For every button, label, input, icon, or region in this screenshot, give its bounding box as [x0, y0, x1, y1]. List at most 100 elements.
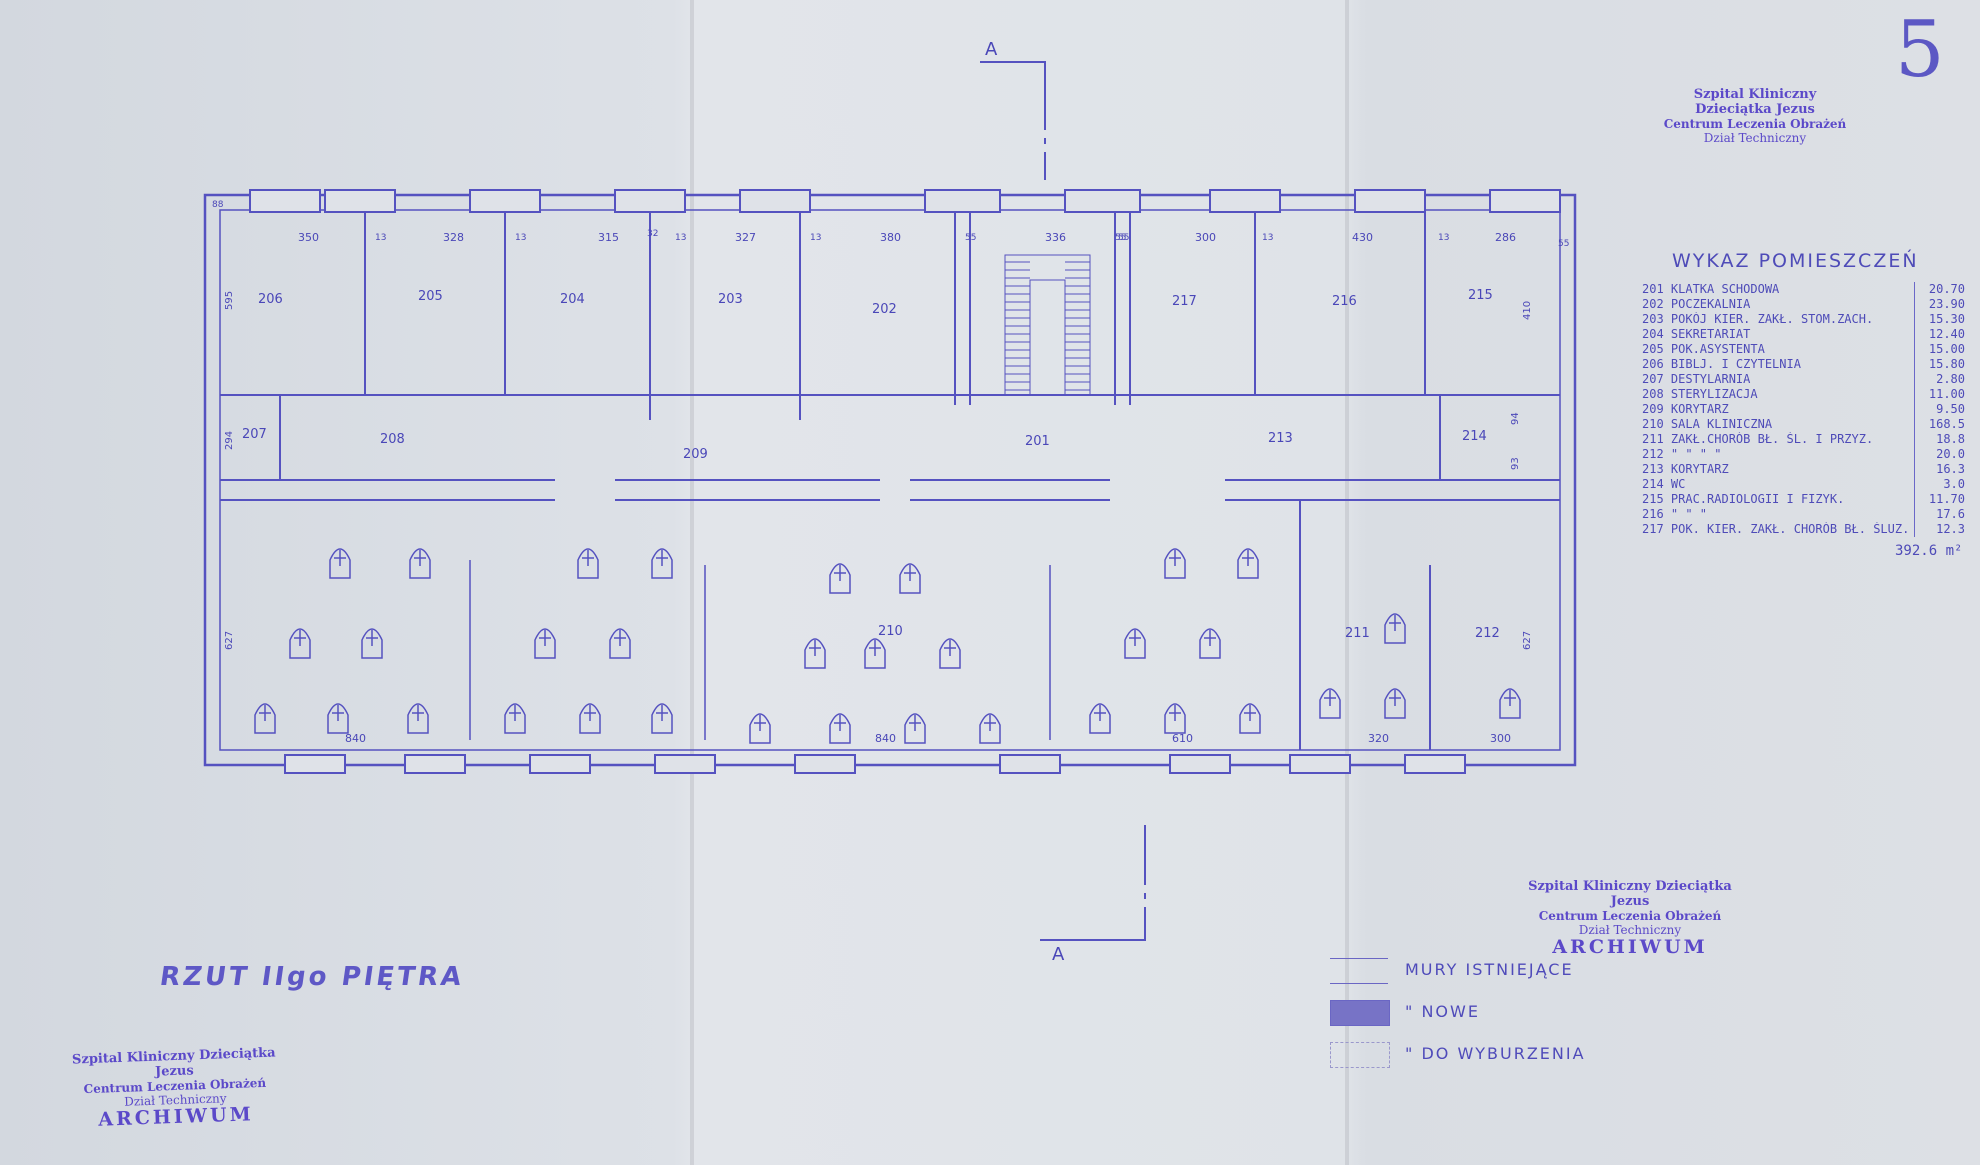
window	[1404, 754, 1466, 774]
dimension-label: 610	[1172, 732, 1193, 745]
dental-chair	[899, 563, 921, 594]
dimension-label: 410	[1522, 301, 1533, 320]
section-mark-top: A	[985, 39, 998, 60]
room-name: 214 WC	[1642, 477, 1686, 491]
dimension-label: 13	[1438, 233, 1449, 243]
room-name: 216 " " "	[1642, 507, 1708, 521]
window	[249, 189, 321, 213]
dental-chair	[829, 563, 851, 594]
room-name: 208 STERYLIZACJA	[1642, 387, 1758, 401]
dimension-label: 300	[1195, 231, 1216, 244]
dental-chair	[1384, 613, 1406, 644]
room-label: 213	[1268, 431, 1293, 446]
dental-chair	[1199, 628, 1221, 659]
legend-text: " NOWE	[1405, 1002, 1480, 1021]
room-name: 207 DESTYLARNIA	[1642, 372, 1751, 386]
room-name: 204 SEKRETARIAT	[1642, 327, 1751, 341]
room-area: 20.70	[1914, 282, 1967, 297]
window	[739, 189, 811, 213]
legend-swatch-existing	[1330, 958, 1388, 984]
dimension-label: 32	[647, 229, 658, 239]
dental-chair	[577, 548, 599, 579]
room-area: 9.50	[1914, 402, 1967, 417]
dental-chairs	[254, 548, 1521, 744]
room-label: 217	[1172, 294, 1197, 309]
legend-text: " DO WYBURZENIA	[1405, 1044, 1586, 1063]
room-label: 215	[1468, 288, 1493, 303]
room-name: 212 " " " "	[1642, 447, 1722, 461]
window	[1169, 754, 1231, 774]
window	[1354, 189, 1426, 213]
dimension-label: 55	[965, 233, 976, 243]
room-area: 18.8	[1914, 432, 1967, 447]
window	[614, 189, 686, 213]
dental-chair	[651, 703, 673, 734]
dental-chair	[254, 703, 276, 734]
room-list-row: 211 ZAKŁ.CHORÓB BŁ. ŚL. I PRZYZ.18.8	[1640, 432, 1967, 447]
window	[1064, 189, 1141, 213]
dimension-label: 315	[598, 231, 619, 244]
stamp-line: Dział Techniczny	[1578, 922, 1682, 937]
paper-fold	[1345, 0, 1349, 1165]
room-area: 12.40	[1914, 327, 1967, 342]
room-name: 206 BIBLJ. I CZYTELNIA	[1642, 357, 1801, 371]
dental-chair	[327, 703, 349, 734]
room-area: 11.70	[1914, 492, 1967, 507]
dental-chair	[651, 548, 673, 579]
dimension-label: 13	[675, 233, 686, 243]
dental-chair	[407, 703, 429, 734]
room-area: 12.3	[1914, 522, 1967, 537]
dimension-label: 93	[1510, 457, 1521, 470]
room-area: 15.80	[1914, 357, 1967, 372]
room-label: 205	[418, 289, 443, 304]
room-name: 210 SALA KLINICZNA	[1642, 417, 1773, 431]
room-area: 16.3	[1914, 462, 1967, 477]
staircase	[1004, 254, 1091, 396]
dimension-label: 300	[1490, 732, 1511, 745]
dental-chair	[1384, 688, 1406, 719]
dimension-label: 380	[880, 231, 901, 244]
dental-chair	[1124, 628, 1146, 659]
dental-chair	[1089, 703, 1111, 734]
room-name: 215 PRAC.RADIOLOGII I FIZYK.	[1642, 492, 1845, 506]
room-name: 217 POK. KIER. ZAKŁ. CHORÓB BŁ. ŚLUZ. I …	[1642, 522, 1915, 536]
room-area: 168.5	[1914, 417, 1967, 432]
sheet-number: 5	[1895, 5, 1945, 95]
room-area: 20.0	[1914, 447, 1967, 462]
dental-chair	[1319, 688, 1341, 719]
dimension-label: 840	[345, 732, 366, 745]
room-area: 23.90	[1914, 297, 1967, 312]
window	[794, 754, 856, 774]
stamp-line: Centrum Leczenia Obrażeń	[1663, 116, 1847, 131]
dimension-label: 336	[1045, 231, 1066, 244]
dental-chair	[409, 548, 431, 579]
dental-chair	[609, 628, 631, 659]
room-area: 15.30	[1914, 312, 1967, 327]
dental-chair	[804, 638, 826, 669]
room-list-row: 217 POK. KIER. ZAKŁ. CHORÓB BŁ. ŚLUZ. I …	[1640, 522, 1967, 537]
room-list-row: 215 PRAC.RADIOLOGII I FIZYK. 11.70	[1640, 492, 1967, 507]
room-label: 210	[878, 624, 903, 639]
window	[1489, 189, 1561, 213]
window	[924, 189, 1001, 213]
room-label: 204	[560, 292, 585, 307]
room-list-total: 392.6 m²	[1895, 543, 1963, 559]
dimension-label: 350	[298, 231, 319, 244]
room-list-row: 216 " " "17.6	[1640, 507, 1967, 522]
dimension-label: 13	[810, 233, 821, 243]
dimension-label: 328	[443, 231, 464, 244]
dental-chair	[979, 713, 1001, 744]
room-list-row: 210 SALA KLINICZNA 168.5	[1640, 417, 1967, 432]
inner-walls	[220, 195, 1560, 750]
windows	[249, 189, 1561, 774]
dimension-label: 55	[1558, 239, 1569, 249]
room-label: 212	[1475, 626, 1500, 641]
stamp-line: Szpital Kliniczny Dzieciątka Jezus	[1528, 879, 1732, 909]
room-label: 203	[718, 292, 743, 307]
